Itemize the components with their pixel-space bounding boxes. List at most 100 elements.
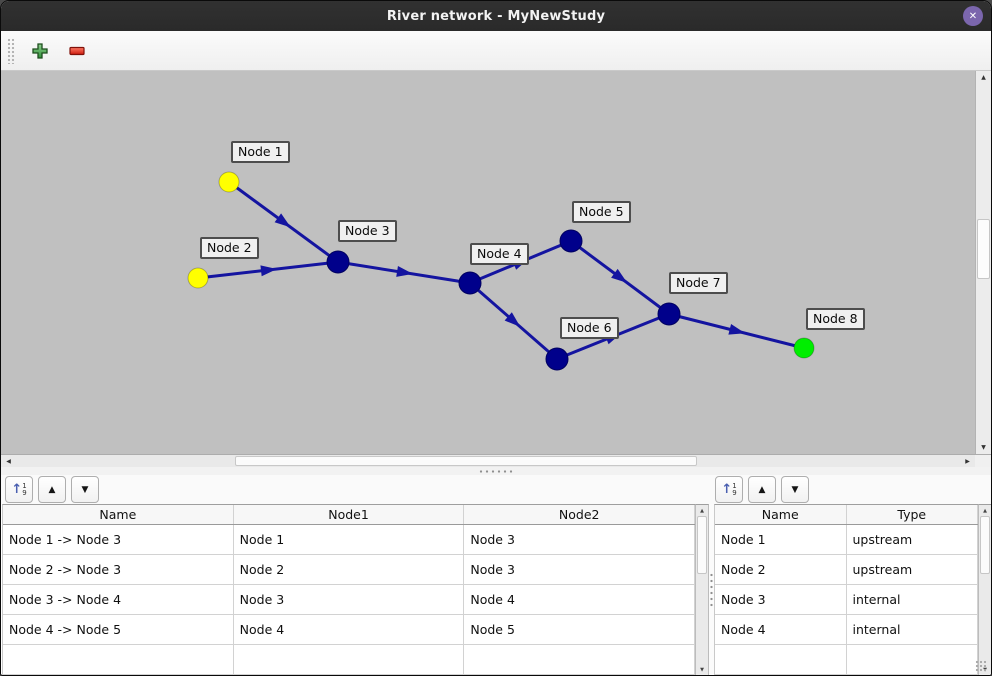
table-cell[interactable]: Node 3	[464, 525, 695, 554]
horizontal-scroll-track[interactable]	[16, 455, 960, 467]
links-table-scrollbar[interactable]: ▲ ▼	[695, 504, 709, 675]
edge-arrow-icon	[260, 265, 277, 277]
table-cell[interactable]: Node 3	[234, 585, 465, 614]
nodes-table-scrollbar[interactable]: ▲ ▼	[978, 504, 991, 675]
edge-arrow-icon	[396, 265, 413, 277]
table-cell[interactable]: internal	[847, 615, 978, 644]
graph-node[interactable]	[218, 171, 240, 193]
links-scroll-thumb[interactable]	[697, 516, 707, 574]
table-cell[interactable]: Node 2	[234, 555, 465, 584]
table-cell[interactable]: Node 3	[464, 555, 695, 584]
node-label[interactable]: Node 4	[470, 243, 529, 265]
links-sort-button[interactable]: ↑ 1 9	[5, 476, 33, 503]
table-cell[interactable]: Node 3	[715, 585, 847, 614]
table-cell[interactable]: Node 5	[464, 615, 695, 644]
edge-arrow-icon	[611, 268, 628, 283]
table-row[interactable]	[3, 645, 695, 675]
node-label[interactable]: Node 5	[572, 201, 631, 223]
vertical-splitter[interactable]	[709, 504, 714, 675]
table-cell[interactable]: internal	[847, 585, 978, 614]
graph-node[interactable]	[326, 250, 350, 274]
canvas-vertical-scrollbar[interactable]: ▲ ▼	[975, 71, 991, 454]
toolbar-drag-handle[interactable]	[7, 37, 15, 64]
horizontal-splitter[interactable]	[1, 467, 991, 475]
vertical-scroll-thumb[interactable]	[977, 219, 990, 279]
close-button[interactable]: ✕	[963, 6, 983, 26]
nodes-move-up-button[interactable]: ▲	[748, 476, 776, 503]
horizontal-scroll-thumb[interactable]	[235, 456, 697, 466]
table-cell[interactable]: upstream	[847, 555, 978, 584]
river-network-canvas[interactable]: Node 1 Node 2 Node 3 Node 4 Node 5 Node 6 Node…	[1, 71, 975, 454]
table-cell[interactable]	[715, 645, 847, 674]
nodes-move-down-button[interactable]: ▼	[781, 476, 809, 503]
column-header[interactable]: Name	[715, 505, 847, 524]
graph-node[interactable]	[657, 302, 681, 326]
graph-node[interactable]	[793, 337, 815, 359]
table-cell[interactable]: Node 2 -> Node 3	[3, 555, 234, 584]
scroll-left-icon[interactable]: ◀	[6, 457, 11, 465]
edge-arrow-icon	[504, 312, 521, 327]
canvas-row: Node 1 Node 2 Node 3 Node 4 Node 5 Node 6 Node…	[1, 71, 991, 454]
table-row[interactable]	[715, 645, 978, 675]
resize-grip-icon[interactable]	[975, 660, 988, 673]
node-label[interactable]: Node 1	[231, 141, 290, 163]
node-label[interactable]: Node 2	[200, 237, 259, 259]
status-bar	[975, 660, 988, 673]
table-cell[interactable]: Node 3 -> Node 4	[3, 585, 234, 614]
node-label[interactable]: Node 6	[560, 317, 619, 339]
edge-arrow-icon	[274, 213, 291, 228]
scroll-up-icon[interactable]: ▲	[983, 507, 987, 514]
title-bar[interactable]: River network - MyNewStudy ✕	[1, 1, 991, 31]
table-cell[interactable]	[234, 645, 465, 674]
nodes-sort-button[interactable]: ↑ 1 9	[715, 476, 743, 503]
table-cell[interactable]: Node 1	[234, 525, 465, 554]
table-cell[interactable]: Node 4 -> Node 5	[3, 615, 234, 644]
table-cell[interactable]: Node 4	[234, 615, 465, 644]
scroll-down-icon[interactable]: ▼	[700, 666, 704, 673]
graph-node[interactable]	[545, 347, 569, 371]
links-move-down-button[interactable]: ▼	[71, 476, 99, 503]
table-cell[interactable]: Node 1	[715, 525, 847, 554]
graph-node[interactable]	[559, 229, 583, 253]
table-cell[interactable]: Node 4	[715, 615, 847, 644]
column-header[interactable]: Name	[3, 505, 234, 524]
canvas-horizontal-scrollbar[interactable]: ◀ ▶	[1, 454, 991, 467]
links-move-up-button[interactable]: ▲	[38, 476, 66, 503]
down-arrow-icon: ▼	[81, 484, 89, 495]
remove-node-button[interactable]	[65, 39, 89, 63]
table-cell[interactable]	[847, 645, 978, 674]
node-label[interactable]: Node 8	[806, 308, 865, 330]
scroll-down-icon[interactable]: ▼	[981, 444, 986, 451]
graph-node[interactable]	[187, 267, 209, 289]
table-cell[interactable]: Node 4	[464, 585, 695, 614]
table-cell[interactable]	[3, 645, 234, 674]
scroll-right-icon[interactable]: ▶	[965, 457, 970, 465]
table-cell[interactable]	[464, 645, 695, 674]
scroll-up-icon[interactable]: ▲	[700, 507, 704, 514]
table-cell[interactable]: Node 2	[715, 555, 847, 584]
node-label[interactable]: Node 3	[338, 220, 397, 242]
column-header[interactable]: Node1	[234, 505, 465, 524]
graph-node[interactable]	[458, 271, 482, 295]
column-header[interactable]: Node2	[464, 505, 695, 524]
scroll-up-icon[interactable]: ▲	[981, 74, 986, 81]
table-cell[interactable]: Node 1 -> Node 3	[3, 525, 234, 554]
nodes-scroll-thumb[interactable]	[980, 516, 990, 574]
add-node-button[interactable]	[28, 39, 52, 63]
table-cell[interactable]: upstream	[847, 525, 978, 554]
node-label[interactable]: Node 7	[669, 272, 728, 294]
column-header[interactable]: Type	[847, 505, 978, 524]
